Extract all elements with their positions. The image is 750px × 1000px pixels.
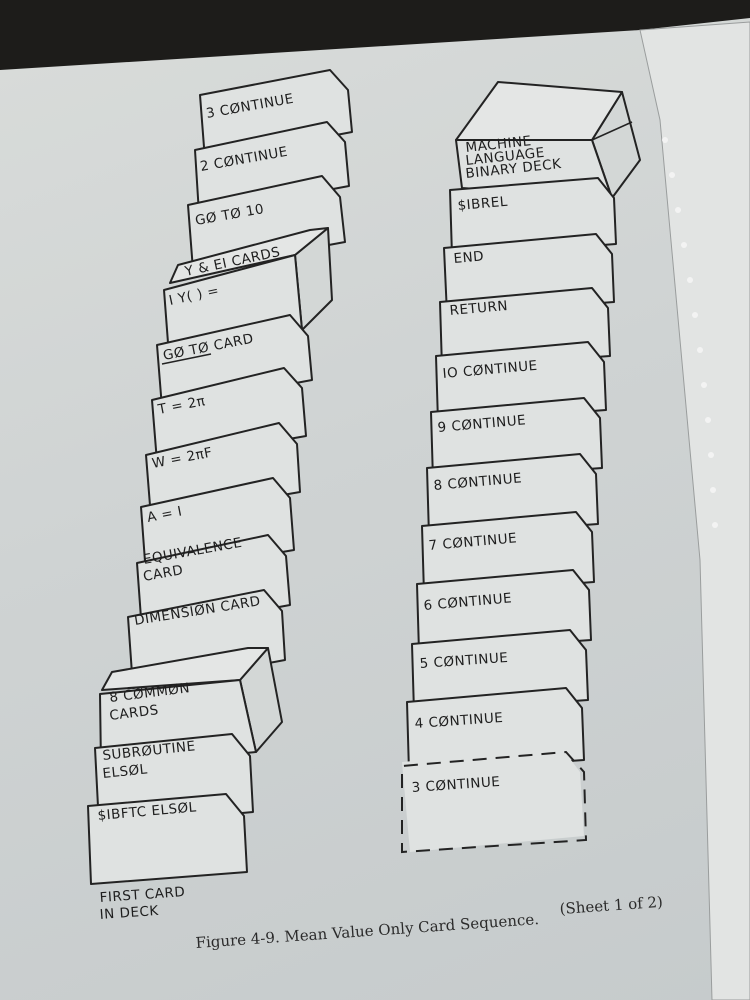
first-card-label-2: IN DECK [99, 903, 160, 923]
card-r10-label: 5 CØNTINUE [419, 650, 509, 672]
card-r3-label: END [453, 248, 485, 267]
binding-holes [662, 137, 718, 528]
left-card-stack: 3 CØNTINUE 2 CØNTINUE GØ TØ 10 Y & EI CA… [87, 69, 353, 923]
right-card-stack: MACHINE LANGUAGE BINARY DECK $IBREL END … [401, 81, 641, 854]
card-r12-label: 3 CØNTINUE [411, 774, 501, 796]
card-r9-label: 6 CØNTINUE [423, 590, 513, 614]
card-r7-label: 8 CØNTINUE [433, 470, 523, 494]
card-l11-label-2: CARDS [109, 702, 160, 724]
card-r8-label: 7 CØNTINUE [428, 530, 518, 554]
card-r6-label: 9 CØNTINUE [437, 412, 527, 436]
card-l8-label: A = I [146, 503, 184, 526]
caption-main: Figure 4-9. Mean Value Only Card Sequenc… [195, 910, 539, 952]
card-r4-label: RETURN [449, 298, 509, 319]
card-r12-dashed: 3 CØNTINUE [401, 748, 588, 854]
card-r2-label: $IBREL [457, 194, 508, 214]
card-r1-binary-deck: MACHINE LANGUAGE BINARY DECK [455, 81, 641, 199]
card-l12-label-2: ELSØL [102, 761, 149, 782]
caption-sheet: (Sheet 1 of 2) [559, 893, 663, 918]
card-l13-first-card: $IBFTC ELSØL [87, 793, 248, 885]
figure-caption: Figure 4-9. Mean Value Only Card Sequenc… [195, 893, 663, 952]
card-r11-label: 4 CØNTINUE [414, 710, 504, 732]
first-card-label-1: FIRST CARD [99, 884, 186, 906]
card-r1-label-1: MACHINE [465, 133, 533, 156]
card-l9-label-2: CARD [142, 562, 185, 585]
